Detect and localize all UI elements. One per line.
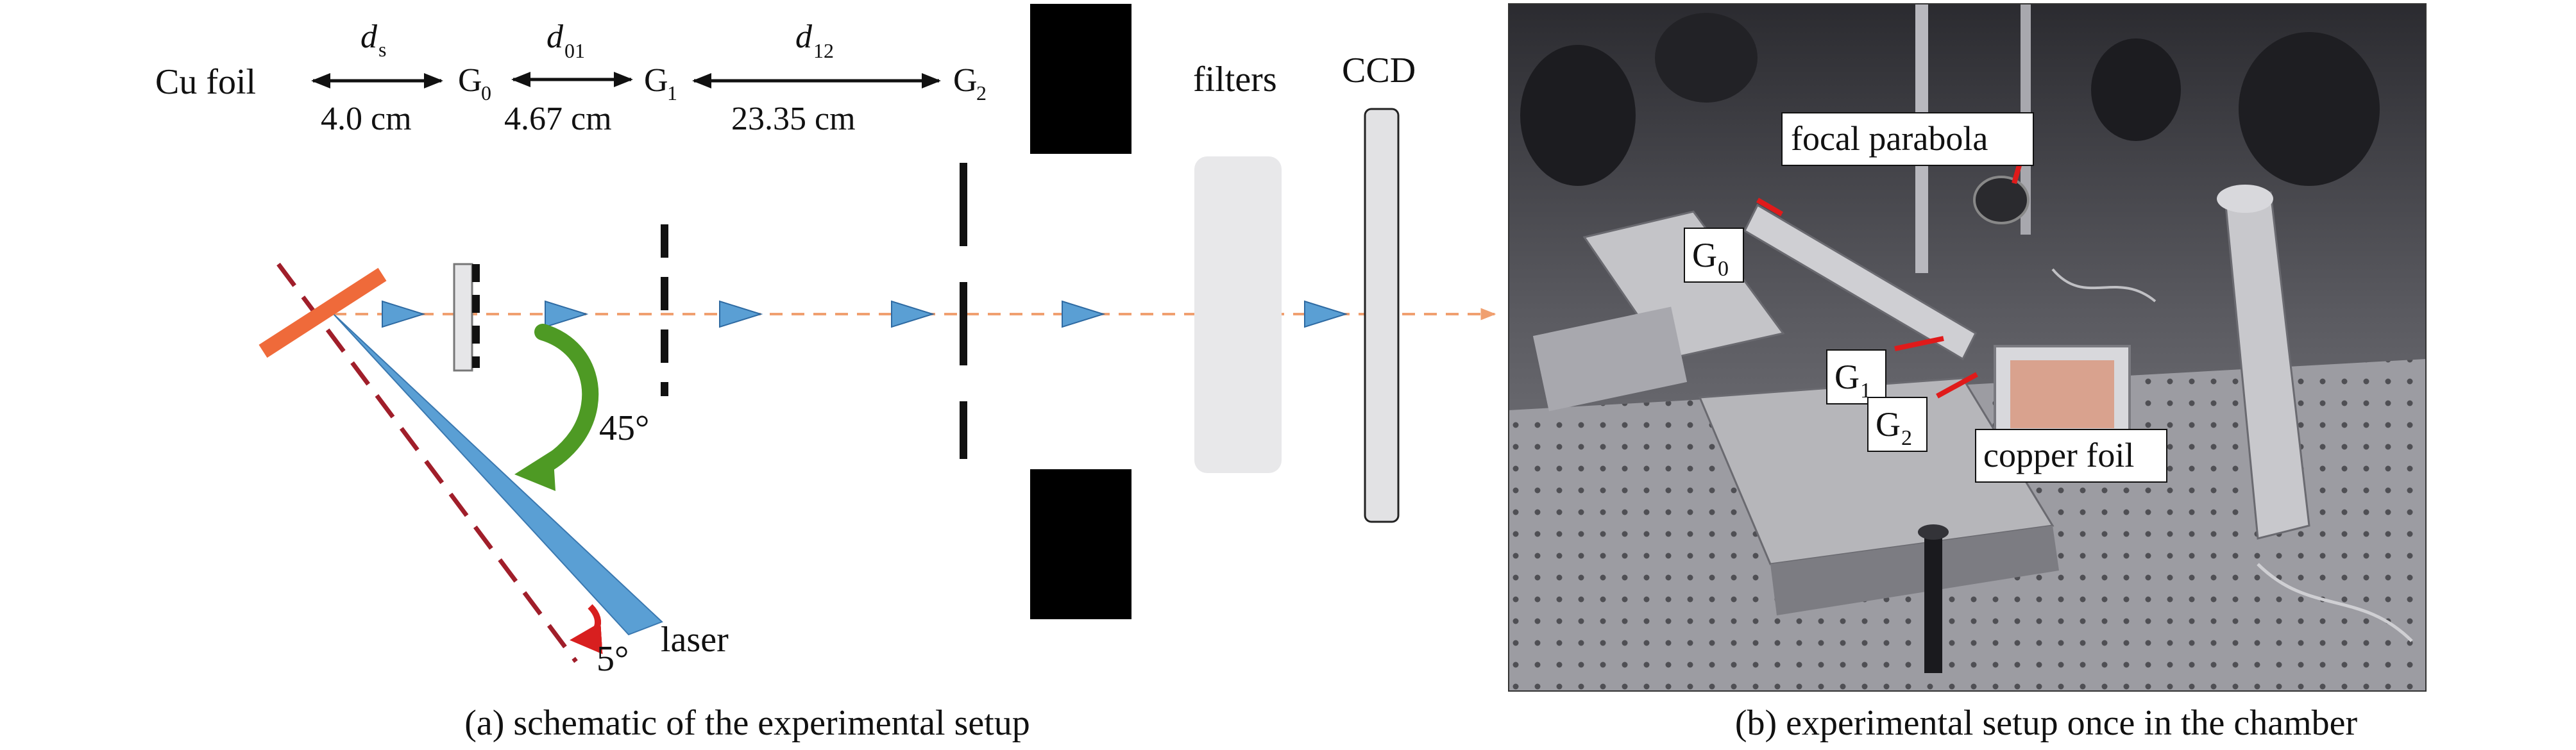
photo-panel: focal parabola G 0 G 1 G 2 copper foil (… xyxy=(1508,3,2427,743)
shield-block-top xyxy=(1030,4,1131,154)
ds-value: 4.0 cm xyxy=(321,101,412,137)
focal-parabola-marker xyxy=(2012,164,2022,185)
incidence-angle-label: 5° xyxy=(597,639,629,679)
d01-subscript: 01 xyxy=(564,39,585,62)
svg-text:focal parabola: focal parabola xyxy=(1791,119,1988,158)
beam-marker-5 xyxy=(1062,300,1106,328)
caption-b: (b) experimental setup once in the chamb… xyxy=(1735,703,2358,743)
photo-markers xyxy=(1756,164,2022,399)
copper-foil-tag: copper foil xyxy=(1975,429,2167,483)
incidence-arc-icon xyxy=(570,604,603,654)
g2-marker xyxy=(1936,372,1978,399)
svg-text:G: G xyxy=(1876,405,1901,444)
svg-text:0: 0 xyxy=(481,81,491,104)
svg-text:1: 1 xyxy=(667,81,677,104)
svg-text:0: 0 xyxy=(1718,257,1729,281)
focal-parabola-tag: focal parabola xyxy=(1781,112,2034,166)
beam-markers xyxy=(382,300,1348,328)
caption-a: (a) schematic of the experimental setup xyxy=(464,703,1030,743)
svg-text:G: G xyxy=(644,62,668,99)
ds-subscript: s xyxy=(378,38,386,61)
distance-ds: d s 4.0 cm xyxy=(311,19,443,137)
svg-text:G: G xyxy=(458,62,482,99)
ds-symbol: d xyxy=(360,19,378,55)
d01-symbol: d xyxy=(547,19,564,55)
svg-text:G: G xyxy=(953,62,978,99)
beam-marker-6 xyxy=(1304,300,1348,328)
d01-value: 4.67 cm xyxy=(504,101,612,137)
chamber-photo xyxy=(1509,4,2426,691)
photo-g1-tag: G 1 xyxy=(1826,349,1886,404)
svg-text:2: 2 xyxy=(976,81,987,104)
target-normal-line xyxy=(276,262,578,663)
g1-label: G 1 xyxy=(644,62,677,104)
ccd-detector xyxy=(1364,108,1400,523)
d12-subscript: 12 xyxy=(813,39,834,62)
svg-text:1: 1 xyxy=(1860,379,1871,403)
beam-marker-3 xyxy=(719,300,763,328)
photo-g2-tag: G 2 xyxy=(1867,397,1928,452)
beam-marker-1 xyxy=(382,300,426,328)
filters-box xyxy=(1194,156,1282,473)
photo-g0-tag: G 0 xyxy=(1684,228,1744,283)
g0-holder xyxy=(453,263,473,372)
g0-label: G 0 xyxy=(458,62,491,104)
rotation-arrow-45 xyxy=(514,324,599,491)
photo-frame xyxy=(1508,3,2427,692)
g1-marker xyxy=(1894,336,1944,351)
distance-d01: d 01 4.67 cm xyxy=(504,19,633,137)
svg-text:G: G xyxy=(1692,236,1717,274)
beam-marker-4 xyxy=(891,300,935,328)
d12-symbol: d xyxy=(795,19,813,55)
g0-marker xyxy=(1756,197,1784,217)
svg-text:2: 2 xyxy=(1901,426,1912,450)
svg-text:G: G xyxy=(1835,358,1860,396)
schematic-panel: d s 4.0 cm d 01 4.67 cm d 12 23.35 cm Cu… xyxy=(155,4,1496,743)
shield-block-bottom xyxy=(1030,469,1131,619)
g2-label: G 2 xyxy=(953,62,987,104)
laser-beam xyxy=(333,313,663,636)
distance-d12: d 12 23.35 cm xyxy=(692,19,941,137)
filters-label: filters xyxy=(1193,60,1277,99)
cu-foil-label: Cu foil xyxy=(155,62,256,102)
laser-label: laser xyxy=(661,620,729,660)
rotation-angle-label: 45° xyxy=(599,408,649,448)
svg-text:copper foil: copper foil xyxy=(1983,436,2134,474)
beam-marker-2 xyxy=(545,300,589,328)
cu-foil-target xyxy=(258,267,387,358)
d12-value: 23.35 cm xyxy=(731,101,856,137)
ccd-label: CCD xyxy=(1342,51,1416,90)
